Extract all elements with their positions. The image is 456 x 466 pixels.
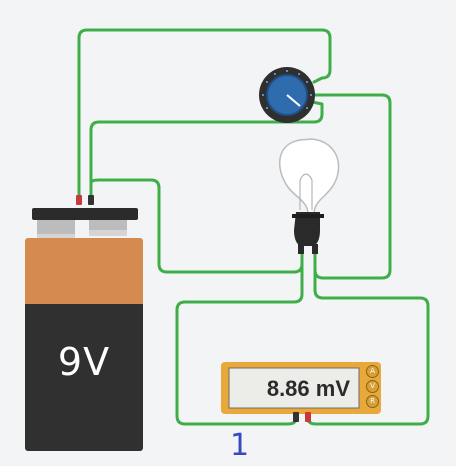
battery-9v[interactable]	[25, 195, 143, 451]
wire-battery-to-pot-top[interactable]	[77, 28, 332, 200]
bulb-terminal-right[interactable]	[312, 244, 318, 254]
multimeter-probe-black[interactable]	[293, 412, 299, 422]
bulb-base	[294, 212, 320, 246]
multimeter-screen	[228, 367, 360, 409]
multimeter-mode-ohmmeter[interactable]: R	[366, 395, 379, 408]
battery-probe-black[interactable]	[88, 195, 94, 205]
battery-cap	[32, 208, 138, 220]
multimeter[interactable]	[221, 362, 381, 422]
battery-probe-red[interactable]	[76, 195, 82, 205]
wire-battery-to-pot-bottom[interactable]	[89, 100, 324, 200]
multimeter-mode-voltmeter[interactable]: V	[366, 380, 379, 393]
multimeter-mode-ammeter[interactable]: A	[366, 365, 379, 378]
battery-label: 9V	[57, 340, 111, 384]
wire-battery-to-bulb[interactable]	[89, 178, 304, 274]
slot-number: 1	[230, 428, 250, 463]
potentiometer-ticks	[262, 70, 312, 109]
battery-terminal-left[interactable]	[37, 220, 75, 238]
bulb-terminal-left[interactable]	[298, 244, 304, 254]
bulb-glass	[279, 138, 340, 215]
potentiometer[interactable]	[259, 67, 315, 123]
wire-bulb-to-meter-right[interactable]	[306, 252, 430, 426]
bulb-filament	[299, 173, 313, 210]
wire-bulb-to-meter-left[interactable]	[175, 252, 304, 426]
battery-body	[25, 300, 143, 451]
multimeter-reading: 8.86 mV	[266, 376, 350, 401]
light-bulb[interactable]	[279, 138, 340, 254]
potentiometer-indicator	[286, 94, 301, 107]
wires	[77, 28, 430, 426]
wire-pot-to-bulb[interactable]	[310, 93, 392, 280]
multimeter-probe-red[interactable]	[305, 412, 311, 422]
battery-top-band	[25, 238, 143, 300]
